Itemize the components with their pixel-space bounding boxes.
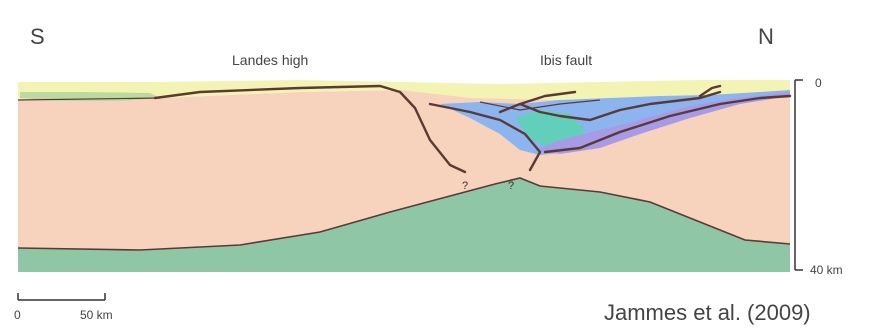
ibis-fault-label: Ibis fault	[540, 52, 592, 68]
scale-start-label: 0	[14, 308, 21, 322]
north-label: N	[758, 24, 774, 50]
uncertain-mark-2: ?	[508, 180, 514, 192]
depth-axis	[795, 80, 803, 270]
scale-bar	[18, 293, 105, 300]
south-label: S	[30, 24, 45, 50]
depth-top-label: 0	[815, 76, 822, 90]
scale-end-label: 50 km	[80, 308, 113, 322]
landes-high-label: Landes high	[232, 52, 308, 68]
citation: Jammes et al. (2009)	[604, 300, 811, 326]
depth-bottom-label: 40 km	[810, 263, 843, 277]
uncertain-mark-1: ?	[462, 180, 468, 192]
